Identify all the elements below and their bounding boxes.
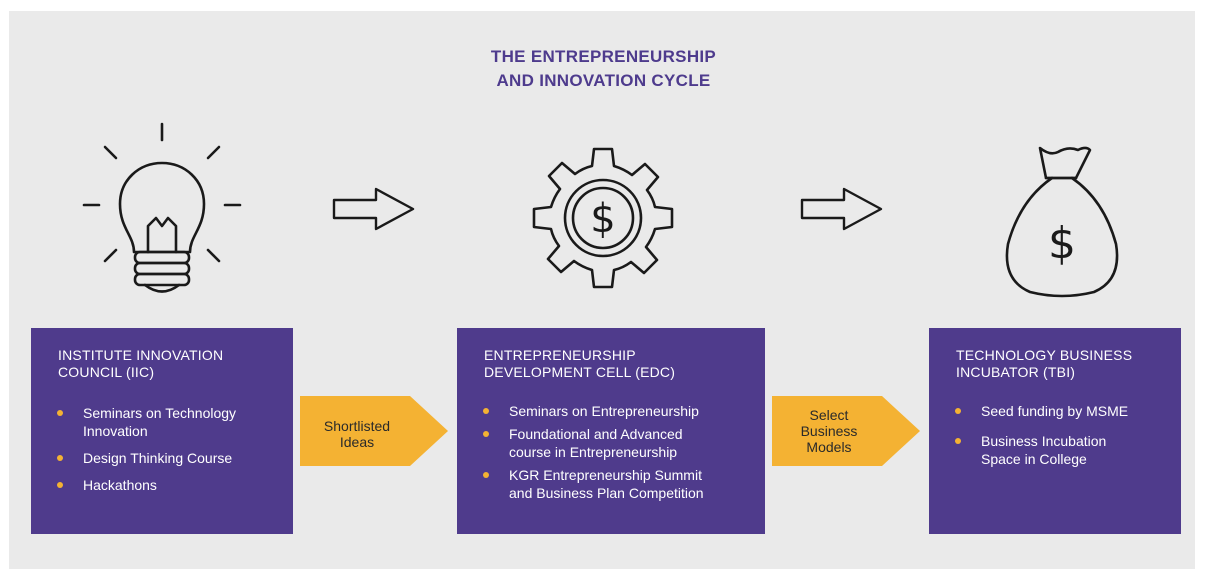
stage-title: INSTITUTE INNOVATION COUNCIL (IIC) (58, 347, 223, 381)
bullet-item: KGR Entrepreneurship Summit and Business… (483, 466, 704, 502)
bullet-item: Seminars on Entrepreneurship (483, 402, 704, 420)
stage-title: TECHNOLOGY BUSINESS INCUBATOR (TBI) (956, 347, 1132, 381)
gear-dollar-icon: $ (528, 143, 678, 293)
stage-bullet-list: Seminars on Entrepreneurship Foundationa… (483, 402, 704, 502)
bullet-item: Seed funding by MSME (955, 402, 1128, 420)
connector-label: Select Business Models (800, 407, 858, 455)
stage-box-iic: INSTITUTE INNOVATION COUNCIL (IIC) Semin… (31, 328, 293, 534)
diagram-title-line-2: AND INNOVATION CYCLE (496, 71, 711, 90)
stage-title-line: INCUBATOR (TBI) (956, 364, 1076, 380)
arrow-right-icon (332, 186, 416, 232)
bullet-item: Business Incubation Space in College (955, 432, 1128, 468)
diagram-title-line-1: THE ENTREPRENEURSHIP (490, 47, 717, 66)
stage-box-edc: ENTREPRENEURSHIP DEVELOPMENT CELL (EDC) … (457, 328, 765, 534)
bullet-item: Foundational and Advanced course in Entr… (483, 425, 704, 461)
arrow-right-icon (800, 186, 884, 232)
stage-title-line: TECHNOLOGY BUSINESS (956, 347, 1133, 363)
stage-title-line: DEVELOPMENT CELL (EDC) (484, 364, 676, 380)
stage-title-line: ENTREPRENEURSHIP (484, 347, 636, 363)
bullet-item: Design Thinking Course (57, 449, 236, 467)
bullet-item: Seminars on Technology Innovation (57, 404, 236, 440)
stage-bullet-list: Seed funding by MSME Business Incubation… (955, 402, 1128, 468)
stage-title-line: INSTITUTE INNOVATION (58, 347, 224, 363)
connector-select-business-models (772, 396, 922, 471)
stage-bullet-list: Seminars on Technology Innovation Design… (57, 404, 236, 494)
stage-box-tbi: TECHNOLOGY BUSINESS INCUBATOR (TBI) Seed… (929, 328, 1181, 534)
lightbulb-icon (72, 118, 252, 304)
svg-text:$: $ (590, 196, 615, 242)
stage-title: ENTREPRENEURSHIP DEVELOPMENT CELL (EDC) (484, 347, 675, 381)
stage-title-line: COUNCIL (IIC) (58, 364, 155, 380)
connector-label: Shortlisted Ideas (323, 418, 391, 450)
connector-shortlisted-ideas (300, 396, 450, 471)
money-bag-icon: $ (1000, 140, 1124, 304)
bullet-item: Hackathons (57, 476, 236, 494)
svg-text:$: $ (1048, 218, 1076, 269)
